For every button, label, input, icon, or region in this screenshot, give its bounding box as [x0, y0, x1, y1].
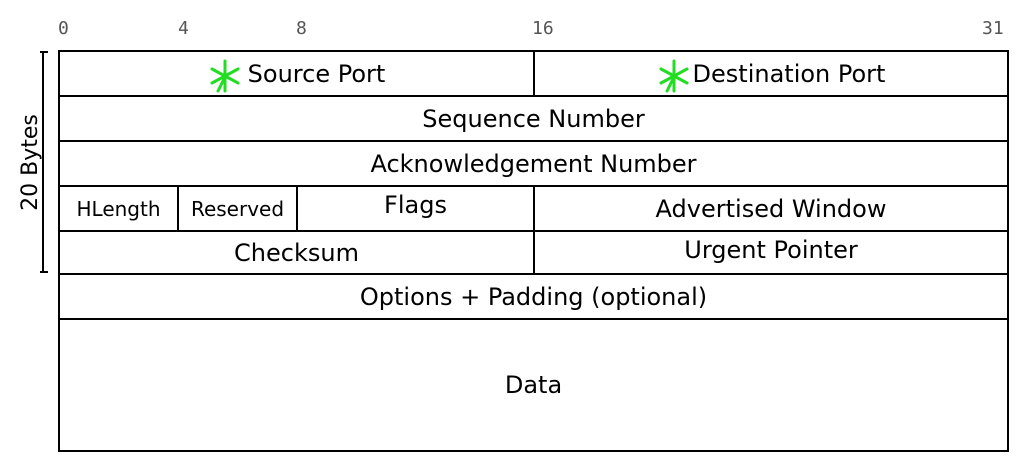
destination-port-label: Destination Port [692, 59, 886, 88]
reserved-label: Reserved [190, 196, 285, 221]
bit-label-16: 16 [532, 18, 554, 39]
green-asterisk-marker-icon [659, 59, 689, 92]
source-port-field: Source Port [58, 50, 535, 97]
checksum-field: Checksum [58, 230, 535, 275]
green-asterisk-marker-icon [210, 59, 240, 92]
acknowledgement-number-field: Acknowledgement Number [58, 140, 1009, 187]
sequence-number-label: Sequence Number [422, 104, 645, 133]
checksum-label: Checksum [234, 238, 359, 267]
options-padding-field: Options + Padding (optional) [58, 273, 1009, 320]
hlength-label: HLength [76, 196, 161, 221]
source-port-label: Source Port [247, 59, 386, 88]
urgent-pointer-field: Urgent Pointer [533, 230, 1009, 275]
options-padding-label: Options + Padding (optional) [359, 282, 708, 311]
reserved-field: Reserved [177, 185, 298, 232]
header-size-label-wrap: 20 Bytes [10, 114, 50, 211]
hlength-field: HLength [58, 185, 179, 232]
advertised-window-label: Advertised Window [655, 194, 887, 223]
bit-label-4: 4 [178, 18, 189, 39]
data-label: Data [504, 371, 563, 399]
advertised-window-field: Advertised Window [533, 185, 1009, 232]
destination-port-field: Destination Port [533, 50, 1009, 97]
flags-label: Flags [384, 191, 447, 219]
urgent-pointer-label: Urgent Pointer [684, 236, 858, 264]
acknowledgement-number-label: Acknowledgement Number [370, 149, 697, 178]
header-size-bracket [40, 51, 50, 273]
flags-field: Flags [296, 185, 535, 232]
header-size-label: 20 Bytes [17, 113, 43, 211]
sequence-number-field: Sequence Number [58, 95, 1009, 142]
bit-label-0: 0 [58, 18, 69, 39]
bit-label-31: 31 [982, 18, 1004, 39]
bit-label-8: 8 [296, 18, 307, 39]
data-field: Data [58, 318, 1009, 452]
